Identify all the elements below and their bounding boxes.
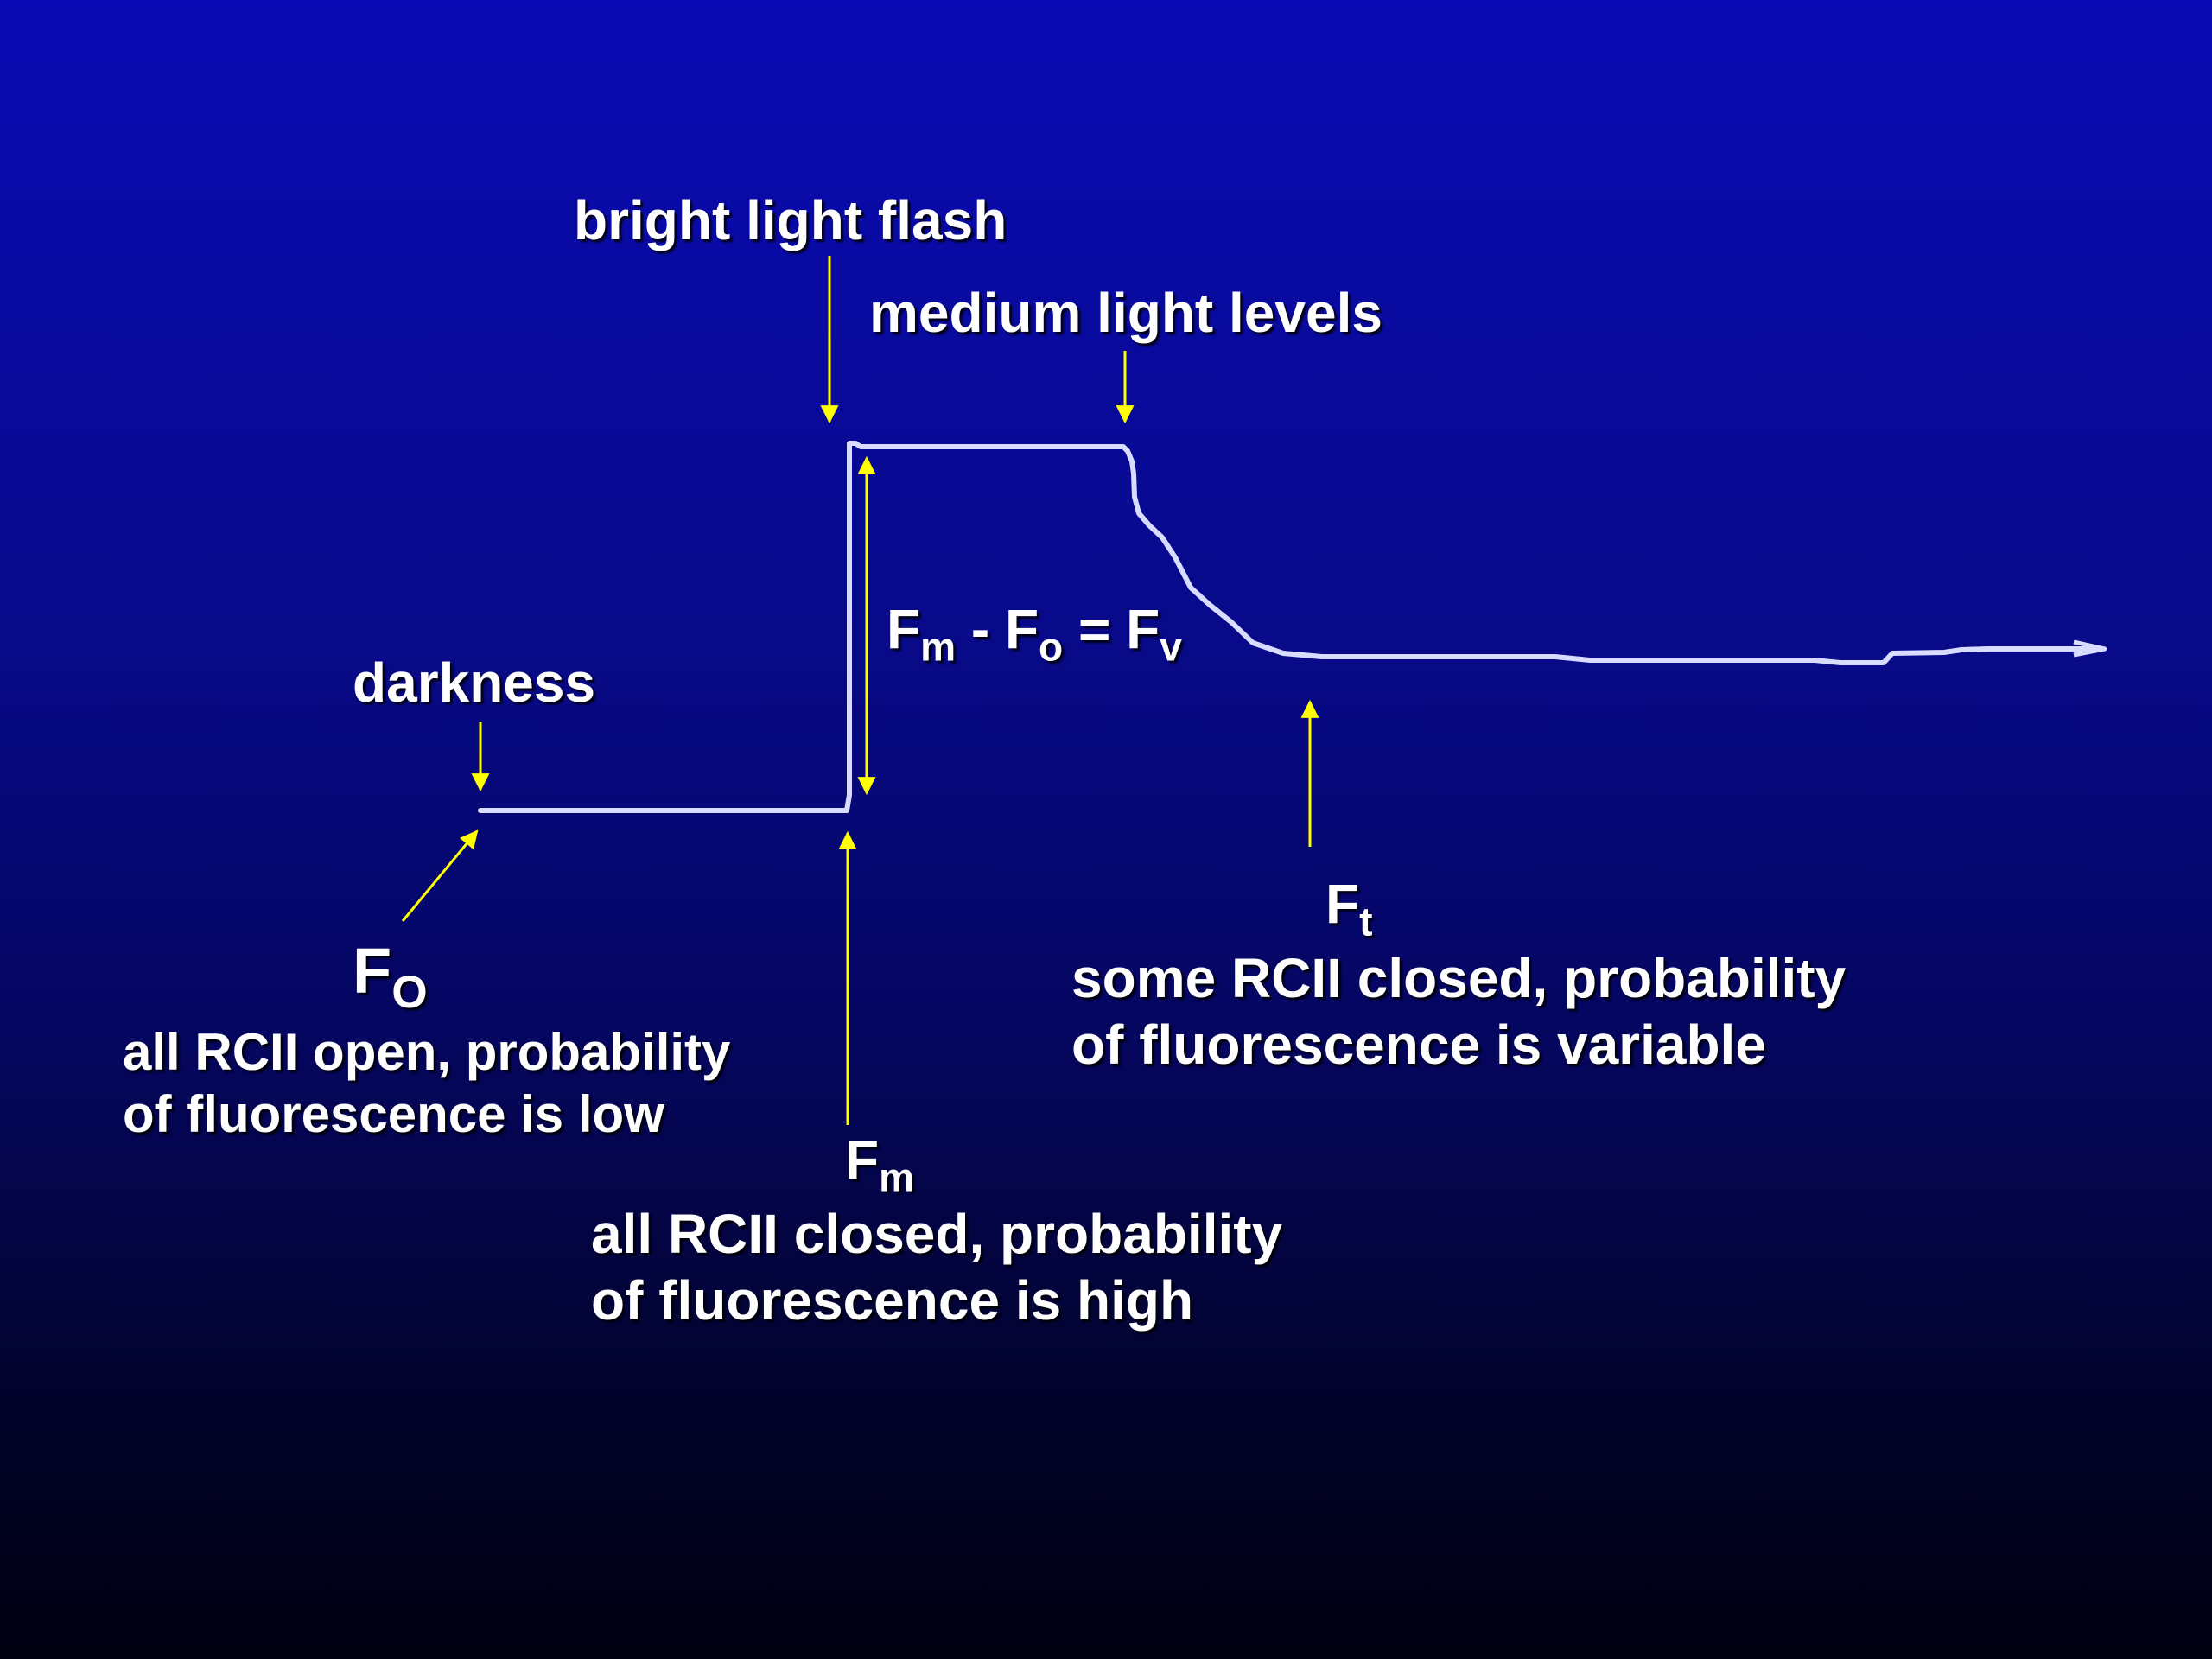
fv-symbol: F xyxy=(1126,598,1160,660)
fo-subscript: o xyxy=(1039,624,1064,670)
fv-equation: Fm - Fo = Fv xyxy=(887,596,1182,671)
darkness-label: darkness xyxy=(353,652,596,714)
fm-heading: Fm xyxy=(845,1127,914,1202)
trace-end-arrowhead xyxy=(2073,639,2107,658)
fv-subscript: v xyxy=(1160,624,1182,670)
fm-letter: F xyxy=(845,1128,880,1191)
bright-flash-label: bright light flash xyxy=(574,189,1007,251)
ft-description-line2: of fluorescence is variable xyxy=(1071,1013,1766,1076)
fo-description-line2: of fluorescence is low xyxy=(123,1085,664,1143)
fm-description: all RCII closed, probability of fluoresc… xyxy=(591,1201,1282,1334)
fo-description-line1: all RCII open, probability xyxy=(123,1023,731,1081)
fo-heading-subscript: O xyxy=(391,967,428,1019)
fm-description-line2: of fluorescence is high xyxy=(591,1268,1194,1332)
fo-symbol: F xyxy=(1004,598,1039,660)
fo-heading: FO xyxy=(353,933,428,1020)
ft-letter: F xyxy=(1325,873,1360,935)
equals-sign: = xyxy=(1063,598,1127,660)
fm-description-line1: all RCII closed, probability xyxy=(591,1203,1283,1265)
ft-heading-subscript: t xyxy=(1359,899,1373,944)
ft-description-line1: some RCII closed, probability xyxy=(1071,947,1847,1009)
ft-heading: Ft xyxy=(1325,871,1372,946)
ft-description: some RCII closed, probability of fluores… xyxy=(1071,945,1846,1078)
fm-symbol: F xyxy=(887,598,921,660)
fm-subscript: m xyxy=(920,624,957,670)
fluorescence-trace-line xyxy=(478,441,2102,813)
fo-description: all RCII open, probability of fluorescen… xyxy=(123,1021,730,1146)
fo-arrow xyxy=(401,830,479,922)
fo-letter: F xyxy=(353,935,392,1007)
medium-light-label: medium light levels xyxy=(869,282,1382,344)
fm-heading-subscript: m xyxy=(879,1154,915,1200)
minus-sign: - xyxy=(956,598,1005,660)
